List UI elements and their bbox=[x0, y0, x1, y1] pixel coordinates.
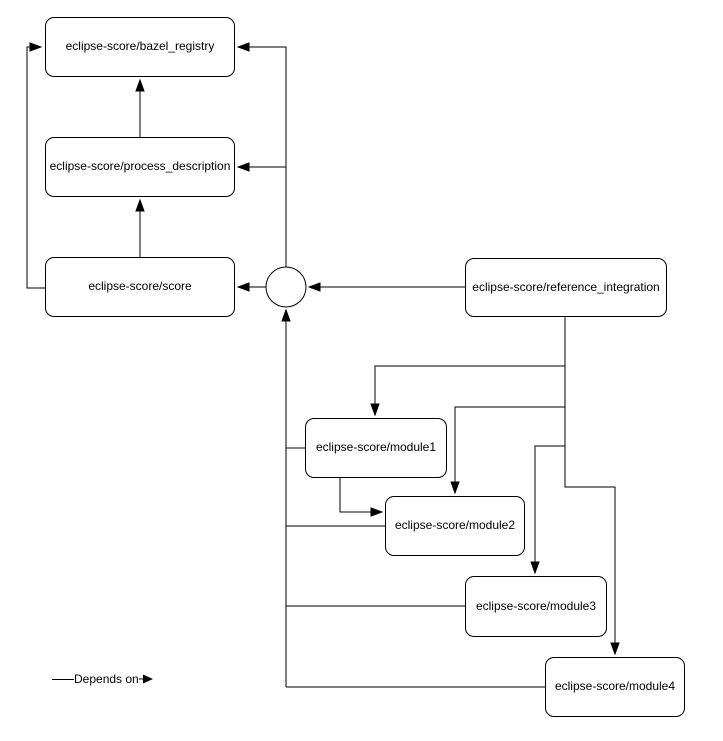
node-score: eclipse-score/score bbox=[45, 257, 235, 317]
node-label-module2: eclipse-score/module2 bbox=[394, 518, 516, 533]
legend: Depends on bbox=[52, 672, 154, 686]
node-module1: eclipse-score/module1 bbox=[305, 418, 447, 478]
node-module4: eclipse-score/module4 bbox=[545, 657, 685, 717]
node-module3: eclipse-score/module3 bbox=[465, 576, 607, 637]
node-process_description: eclipse-score/process_description bbox=[45, 137, 235, 197]
node-label-module1: eclipse-score/module1 bbox=[315, 440, 437, 455]
legend-line bbox=[52, 678, 74, 680]
node-label-process_description: eclipse-score/process_description bbox=[49, 159, 231, 174]
junction-node bbox=[265, 266, 307, 308]
edge-reference-integration-to-module1 bbox=[375, 317, 566, 415]
node-label-module4: eclipse-score/module4 bbox=[554, 679, 676, 694]
edge-reference-integration-to-module2 bbox=[455, 406, 565, 493]
edge-module1-to-module2 bbox=[339, 478, 382, 512]
edge-junction-to-bazel-registry bbox=[238, 47, 287, 267]
edge-score-to-bazel-registry bbox=[26, 47, 45, 289]
legend-arrow-icon bbox=[138, 674, 153, 684]
edge-reference-integration-to-module4 bbox=[564, 317, 615, 654]
node-module2: eclipse-score/module2 bbox=[385, 496, 525, 556]
edge-reference-integration-to-module3 bbox=[535, 445, 565, 573]
legend-label: Depends on bbox=[74, 672, 139, 686]
node-label-reference_integration: eclipse-score/reference_integration bbox=[472, 279, 660, 294]
node-label-score: eclipse-score/score bbox=[88, 279, 192, 294]
node-bazel_registry: eclipse-score/bazel_registry bbox=[45, 17, 235, 77]
node-label-module3: eclipse-score/module3 bbox=[475, 598, 597, 613]
node-reference_integration: eclipse-score/reference_integration bbox=[465, 258, 667, 317]
node-label-bazel_registry: eclipse-score/bazel_registry bbox=[65, 39, 215, 54]
